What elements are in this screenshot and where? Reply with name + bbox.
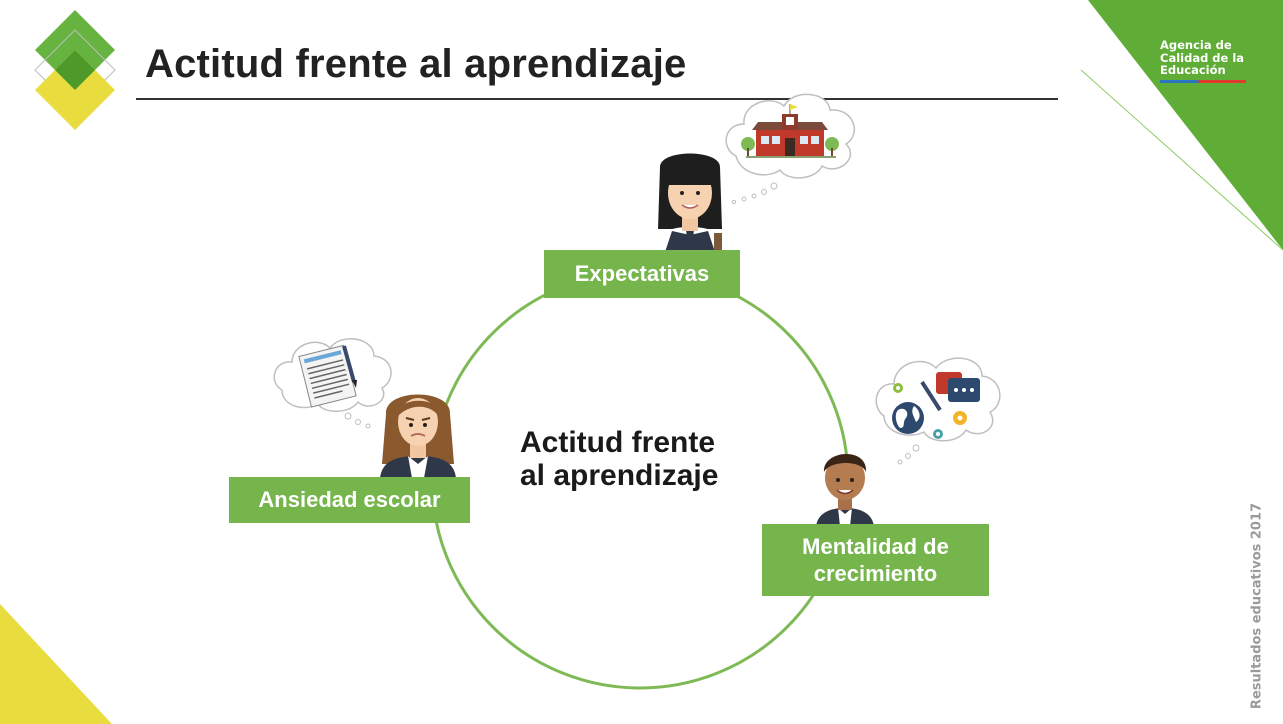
center-title: Actitud frente al aprendizaje xyxy=(520,426,760,492)
agency-color-bar xyxy=(1160,79,1246,83)
corner-decoration-bottom-left xyxy=(0,604,112,724)
node-mentalidad-label-line-2: crecimiento xyxy=(813,561,938,586)
title-underline xyxy=(136,98,1058,100)
ideas-thought-bubble-icon xyxy=(875,357,1001,465)
student-girl-avatar xyxy=(650,153,730,255)
document-thought-bubble-icon xyxy=(273,338,392,429)
student-anxious-girl-avatar xyxy=(380,394,456,478)
node-mentalidad-de-crecimiento: Mentalidad de crecimiento xyxy=(762,524,989,596)
center-title-line-1: Actitud frente xyxy=(520,426,715,459)
student-boy-avatar xyxy=(816,453,874,526)
node-mentalidad-label-line-1: Mentalidad de xyxy=(802,534,949,559)
node-expectativas: Expectativas xyxy=(544,250,740,298)
agency-logo: Agencia de Calidad de la Educación xyxy=(1160,39,1250,83)
page-title: Actitud frente al aprendizaje xyxy=(145,42,687,86)
center-title-line-2: al aprendizaje xyxy=(520,459,719,492)
node-ansiedad-label: Ansiedad escolar xyxy=(258,487,441,512)
node-ansiedad-escolar: Ansiedad escolar xyxy=(229,477,470,523)
school-thought-bubble-icon xyxy=(725,93,856,205)
agency-name-line-2: Calidad de la xyxy=(1160,50,1245,65)
diamond-logo-icon xyxy=(34,10,116,130)
node-expectativas-label: Expectativas xyxy=(574,261,710,286)
corner-decoration-top-right xyxy=(1080,0,1283,251)
agency-name-line-3: Educación xyxy=(1160,63,1226,77)
agency-name-line-1: Agencia de xyxy=(1160,38,1232,52)
